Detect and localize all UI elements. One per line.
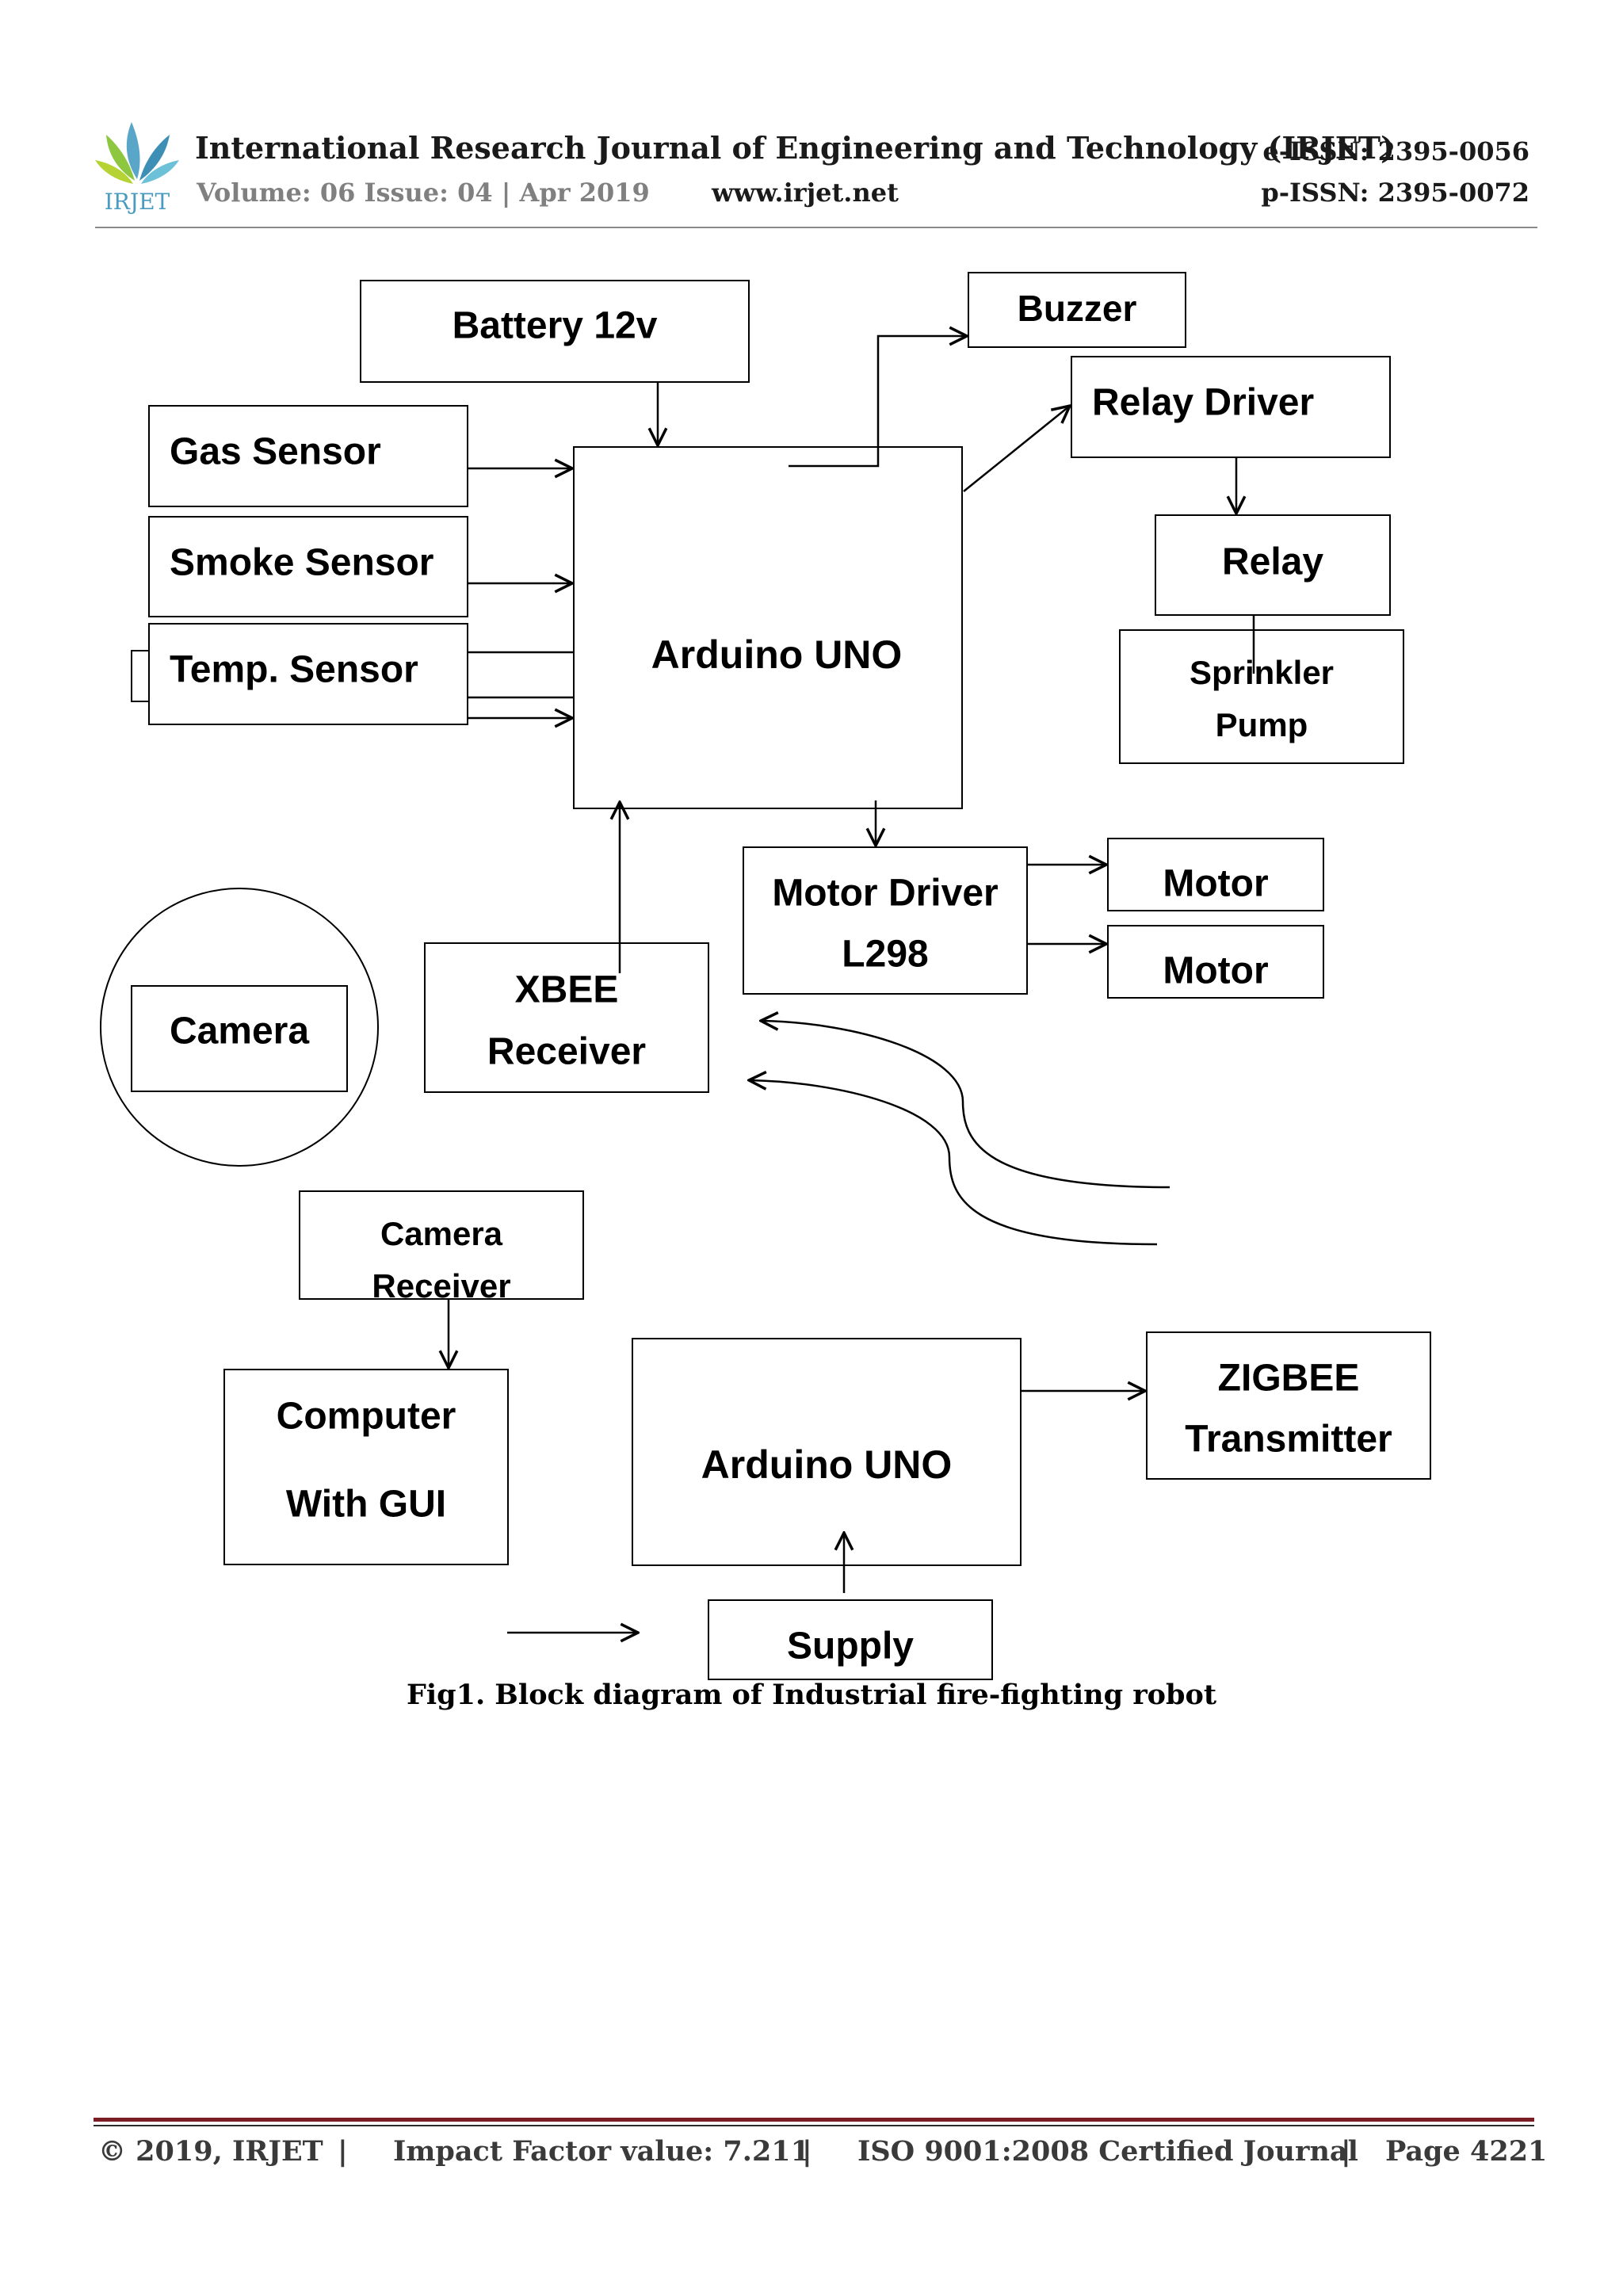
journal-title: International Research Journal of Engine… [195,130,1395,166]
footer-copyright: © 2019, IRJET [98,2135,323,2168]
camera-receiver-label-2: Receiver [372,1267,510,1305]
camera-receiver-block: Camera Receiver [299,1190,584,1305]
supply-block: Supply [708,1599,993,1680]
arrow-arduino-to-relay-driver [963,406,1070,492]
sprinkler-label-2: Pump [1216,706,1308,743]
arduino-bottom-block: Arduino UNO [632,1338,1022,1566]
relay-block: Relay [1155,514,1391,616]
motor-label-2: Motor [1163,950,1268,992]
arduino-top-block: Arduino UNO [573,446,963,809]
volume-issue: Volume: 06 Issue: 04 | Apr 2019 [197,178,650,208]
xbee-label-2: Receiver [487,1031,646,1073]
buzzer-label: Buzzer [1018,288,1137,329]
gas-sensor-label: Gas Sensor [170,431,381,473]
battery-block: Battery 12v [360,280,750,383]
buzzer-block: Buzzer [968,272,1186,348]
motor-label-1: Motor [1163,863,1268,905]
smoke-sensor-block: Smoke Sensor [148,516,468,617]
arduino-bottom-label: Arduino UNO [701,1442,953,1487]
footer-impact-factor: Impact Factor value: 7.211 [393,2135,811,2168]
irjet-leaf-icon: IRJET [95,122,179,215]
temp-sensor-label: Temp. Sensor [170,649,418,691]
header-divider [95,227,1537,228]
zigbee-label-2: Transmitter [1185,1419,1392,1461]
footer-divider-top [94,2118,1534,2122]
pissn: p-ISSN: 2395-0072 [1261,178,1529,208]
relay-driver-block: Relay Driver [1071,356,1391,458]
relay-label: Relay [1222,541,1323,583]
footer-separator: | [802,2135,812,2168]
website-link[interactable]: www.irjet.net [712,178,899,208]
motor-block-1: Motor [1107,838,1324,911]
computer-label-1: Computer [277,1396,456,1438]
sprinkler-label-1: Sprinkler [1190,654,1334,691]
logo-text: IRJET [105,189,170,215]
battery-label: Battery 12v [453,305,658,347]
sprinkler-pump-block: Sprinkler Pump [1119,629,1404,764]
smoke-sensor-label: Smoke Sensor [170,542,433,584]
footer-separator: | [338,2135,348,2168]
temp-sensor-block: Temp. Sensor [131,623,468,725]
supply-label: Supply [787,1626,914,1668]
computer-gui-block: Computer With GUI [223,1369,509,1565]
camera-receiver-label-1: Camera [380,1215,503,1252]
motor-driver-label-1: Motor Driver [772,873,998,915]
xbee-receiver-block: XBEE Receiver [424,942,709,1093]
figure-caption: Fig1. Block diagram of Industrial fire-f… [406,1679,1217,1711]
footer-iso: ISO 9001:2008 Certified Journal [857,2135,1358,2168]
arduino-top-label: Arduino UNO [651,632,903,677]
wireless-link-2 [749,1080,1158,1246]
computer-label-2: With GUI [286,1484,446,1526]
motor-driver-block: Motor Driver L298 [743,846,1028,995]
motor-driver-label-2: L298 [842,934,928,976]
footer-separator: | [1341,2135,1351,2168]
footer-divider-bottom [94,2125,1534,2126]
wireless-link-1 [761,1021,1170,1189]
zigbee-label-1: ZIGBEE [1218,1358,1360,1400]
footer-page-number: Page 4221 [1385,2135,1548,2168]
connectors [449,336,1255,1633]
camera-block: Camera [100,888,379,1167]
arrow-arduino-to-buzzer [789,336,967,468]
zigbee-transmitter-block: ZIGBEE Transmitter [1146,1331,1431,1480]
motor-block-2: Motor [1107,925,1324,999]
xbee-label-1: XBEE [515,969,619,1011]
camera-label: Camera [170,1010,309,1052]
eissn: e-ISSN: 2395-0056 [1262,136,1529,166]
gas-sensor-block: Gas Sensor [148,405,468,507]
relay-driver-label: Relay Driver [1092,382,1314,424]
